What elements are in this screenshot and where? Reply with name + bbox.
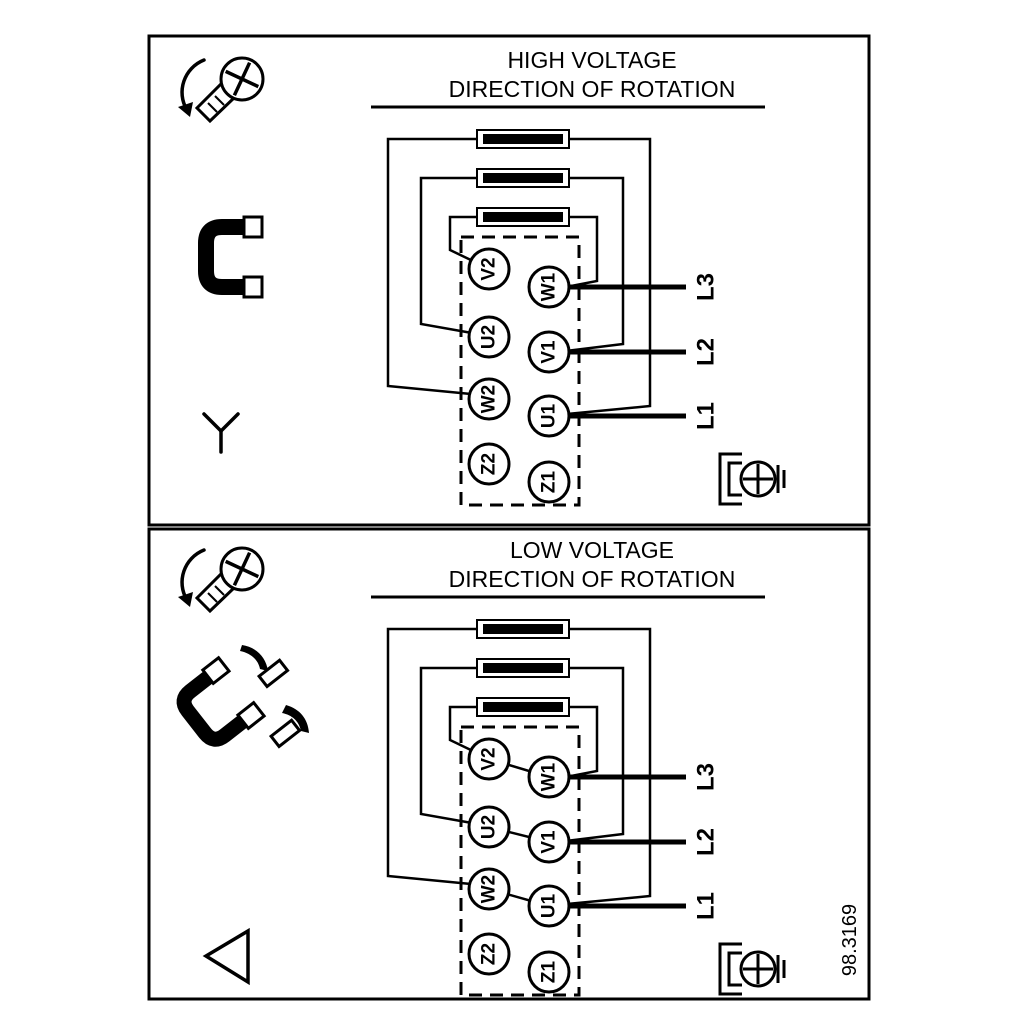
screw-rotation-icon bbox=[178, 546, 265, 614]
terminal-w2 bbox=[467, 867, 511, 911]
wire-left-inner bbox=[448, 705, 477, 754]
remove-links-icon bbox=[176, 645, 309, 749]
terminal-z1 bbox=[527, 460, 571, 504]
terminal-u1 bbox=[527, 394, 571, 438]
panel-high-border bbox=[147, 34, 871, 527]
terminal-v2 bbox=[467, 247, 511, 291]
terminal-label-z2: Z2 bbox=[479, 453, 500, 475]
terminal-label-z1: Z1 bbox=[539, 470, 560, 493]
terminal-v1 bbox=[527, 330, 571, 374]
screw-rotation-icon bbox=[178, 56, 265, 124]
terminal-label-v1: V1 bbox=[539, 340, 560, 364]
panel-title-line1: LOW VOLTAGE bbox=[510, 537, 674, 563]
wire-right-mid bbox=[565, 176, 625, 353]
terminal-label-u1: U1 bbox=[539, 403, 560, 428]
supply-label-l2: L2 bbox=[693, 338, 720, 366]
terminal-z1 bbox=[527, 950, 571, 994]
panel-high: HIGH VOLTAGE DIRECTION OF ROTATION V bbox=[178, 47, 786, 507]
wire-left-mid bbox=[419, 176, 477, 335]
wire-right-inner bbox=[565, 215, 599, 289]
wire-right-mid bbox=[565, 666, 625, 843]
jumper-bar-1 bbox=[483, 624, 563, 634]
supply-label-l3: L3 bbox=[693, 273, 720, 301]
panel-title-line2: DIRECTION OF ROTATION bbox=[449, 566, 736, 592]
detached-link-1 bbox=[256, 658, 290, 689]
wire-left-mid bbox=[419, 666, 477, 825]
terminal-w1 bbox=[527, 755, 571, 799]
terminal-w1 bbox=[527, 265, 571, 309]
arrow-1 bbox=[240, 645, 268, 671]
supply-label-l2: L2 bbox=[693, 828, 720, 856]
supply-label-l1: L1 bbox=[693, 892, 720, 920]
jumper-bar-2 bbox=[483, 173, 563, 183]
terminal-label-w1: W1 bbox=[539, 762, 560, 791]
terminal-label-u2: U2 bbox=[479, 325, 500, 349]
terminal-label-w1: W1 bbox=[539, 272, 560, 301]
terminal-label-v2: V2 bbox=[479, 747, 500, 770]
terminal-w2 bbox=[467, 377, 511, 421]
delta-symbol-icon bbox=[202, 927, 250, 986]
wire-right-inner bbox=[565, 705, 599, 779]
detached-link-2 bbox=[268, 718, 302, 749]
terminal-v2 bbox=[467, 737, 511, 781]
earth-terminal-icon bbox=[718, 452, 786, 506]
jumper-bar-1 bbox=[483, 134, 563, 144]
arrow-2 bbox=[282, 705, 309, 733]
arrowhead bbox=[178, 592, 193, 607]
panel-title-line2: DIRECTION OF ROTATION bbox=[449, 76, 736, 102]
terminal-label-z2: Z2 bbox=[479, 943, 500, 965]
wire-right-outer bbox=[566, 627, 652, 906]
terminal-u2 bbox=[467, 805, 511, 849]
terminal-label-u1: U1 bbox=[539, 893, 560, 918]
terminal-u1 bbox=[527, 884, 571, 928]
jumper-link-icon bbox=[198, 215, 264, 299]
terminal-label-w2: W2 bbox=[479, 875, 500, 904]
wire-left-outer bbox=[386, 137, 477, 396]
terminal-label-z1: Z1 bbox=[539, 960, 560, 983]
supply-label-l3: L3 bbox=[693, 763, 720, 791]
wire-left-outer bbox=[386, 627, 477, 886]
jumper-bar-3 bbox=[483, 212, 563, 222]
earth-terminal-icon bbox=[718, 942, 786, 996]
terminal-z2 bbox=[467, 442, 511, 486]
panel-low-border bbox=[147, 527, 871, 1001]
wire-right-outer bbox=[566, 137, 652, 416]
terminal-label-w2: W2 bbox=[479, 385, 500, 414]
terminal-v1 bbox=[527, 820, 571, 864]
panel-title-line1: HIGH VOLTAGE bbox=[507, 47, 676, 73]
jumper-bar-3 bbox=[483, 702, 563, 712]
terminal-z2 bbox=[467, 932, 511, 976]
panel-low: LOW VOLTAGE DIRECTION OF ROTATION V2 bbox=[176, 537, 786, 997]
terminal-label-v1: V1 bbox=[539, 830, 560, 854]
terminal-u2 bbox=[467, 315, 511, 359]
star-symbol-icon bbox=[202, 412, 240, 454]
wire-left-inner bbox=[448, 215, 477, 264]
supply-label-l1: L1 bbox=[693, 402, 720, 430]
arrowhead bbox=[178, 102, 193, 117]
terminal-label-v2: V2 bbox=[479, 257, 500, 280]
figure-number: 98.3169 bbox=[839, 904, 861, 976]
jumper-bar-2 bbox=[483, 663, 563, 673]
terminal-label-u2: U2 bbox=[479, 815, 500, 839]
